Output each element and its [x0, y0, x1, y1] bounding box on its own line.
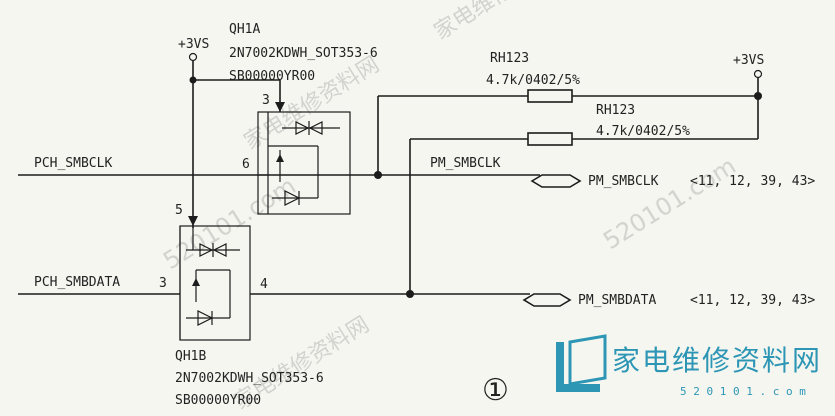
r2-value-label: 4.7k/0402/5% — [596, 124, 690, 139]
qh1b-part-label: 2N7002KDWH_SOT353-6 — [175, 371, 324, 386]
watermark-text-cn-2: 家电维修资料网 — [430, 0, 574, 45]
logo-text-cn: 家电维修资料网 — [612, 344, 822, 377]
qh1b-zener-2 — [212, 243, 227, 257]
qh1b-pn-label: SB00000YR00 — [175, 393, 261, 408]
pm-smbclk-offpage-connector — [530, 174, 582, 188]
vcc-left-terminal — [188, 52, 198, 62]
pm-smbdata-offpage-label: PM_SMBDATA — [578, 293, 656, 308]
smbdata-xref: <11, 12, 39, 43> — [690, 293, 815, 308]
watermark-url-2: 520101.com — [598, 152, 740, 256]
r1-value-label: 4.7k/0402/5% — [486, 73, 580, 88]
smbclk-xref: <11, 12, 39, 43> — [690, 174, 815, 189]
qh1b-pin5-label: 5 — [175, 203, 183, 218]
qh1a-body — [257, 111, 351, 215]
qh1b-pin3-label: 3 — [159, 276, 167, 291]
r2-ref-label: RH123 — [596, 103, 635, 118]
pm-smbclk-net-label: PM_SMBCLK — [430, 156, 501, 171]
qh1b-pin4-label: 4 — [260, 277, 268, 292]
qh1b-ref-label: QH1B — [175, 349, 206, 364]
mosfet-qh1a — [257, 111, 351, 215]
pch-smbclk-label: PCH_SMBCLK — [34, 156, 112, 171]
vcc-left-label: +3VS — [178, 37, 209, 52]
qh1b-zener-1 — [199, 243, 214, 257]
qh1a-pin6-label: 6 — [242, 157, 250, 172]
qh1b-body-diode — [197, 310, 214, 326]
figure-number: ① — [482, 373, 509, 408]
pch-smbdata-label: PCH_SMBDATA — [34, 275, 120, 290]
qh1a-zener-2 — [308, 121, 323, 135]
qh1a-pin3-label: 3 — [262, 93, 270, 108]
resistor-rh123-top — [527, 89, 573, 103]
mosfet-qh1b — [179, 225, 251, 341]
vcc-right-terminal — [753, 69, 763, 79]
logo-book-icon — [556, 342, 600, 392]
logo-page-icon — [568, 334, 607, 386]
resistor-rh123-bottom — [527, 132, 573, 146]
qh1a-zener-1 — [295, 121, 310, 135]
qh1a-ref-label: QH1A — [229, 22, 260, 37]
qh1a-part-label: 2N7002KDWH_SOT353-6 — [229, 46, 378, 61]
r1-ref-label: RH123 — [490, 51, 529, 66]
pm-smbclk-offpage-label: PM_SMBCLK — [588, 174, 659, 189]
watermark-logo: 家电维修资料网 5 2 0 1 0 1 . c o m — [556, 334, 822, 398]
vcc-right-label: +3VS — [733, 53, 764, 68]
logo-text-url: 5 2 0 1 0 1 . c o m — [680, 385, 806, 398]
vcc-right-junction — [754, 92, 762, 100]
gate-b-arrow — [188, 216, 198, 226]
qh1b-channel-arrow — [192, 278, 200, 286]
qh1a-channel-arrow — [276, 154, 284, 162]
gate-a-arrow — [275, 102, 285, 112]
qh1a-pn-label: SB00000YR00 — [229, 69, 315, 84]
qh1a-body-diode — [284, 190, 301, 206]
pm-smbdata-offpage-connector — [522, 293, 572, 307]
